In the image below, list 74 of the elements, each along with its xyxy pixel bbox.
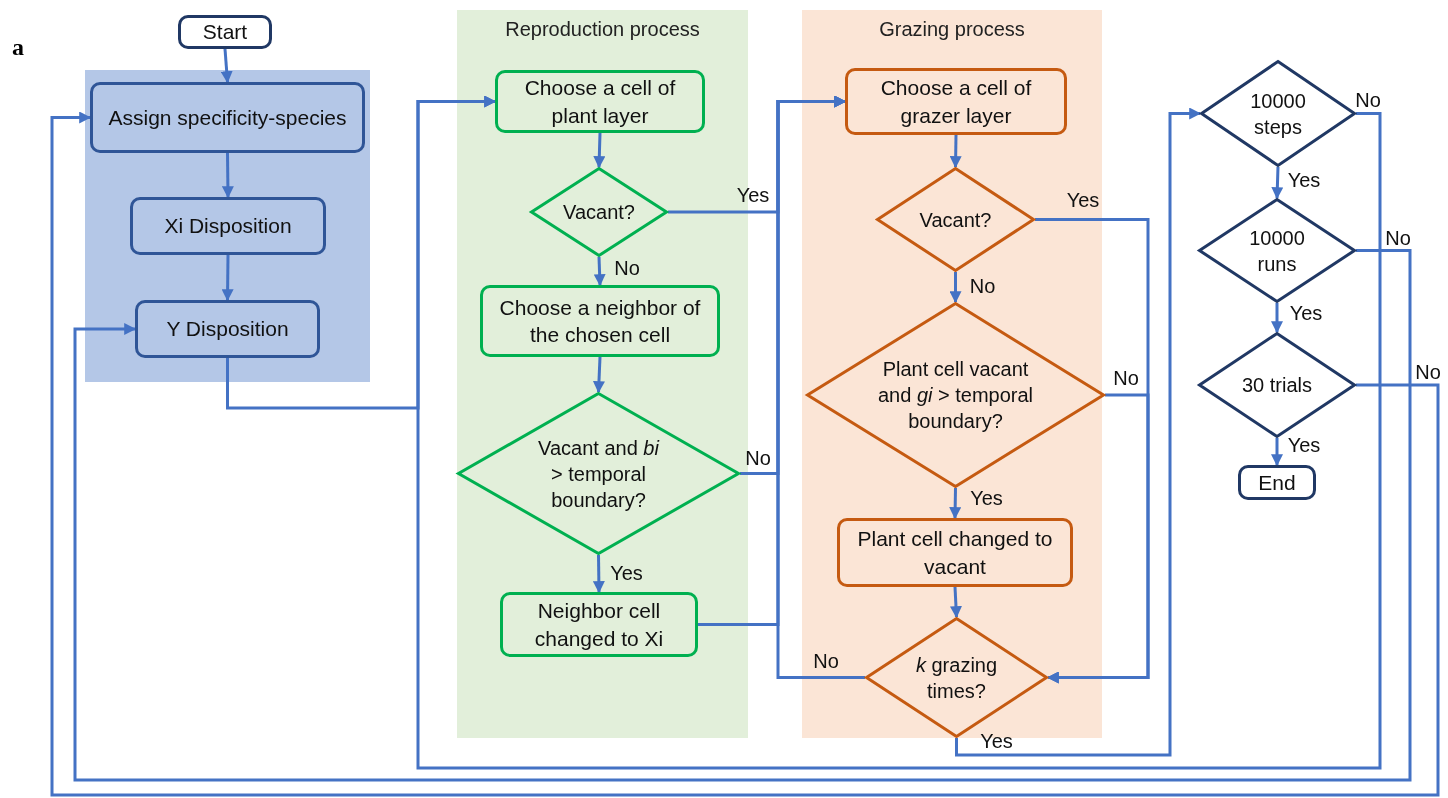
terminal-box (178, 15, 272, 49)
arrow (949, 586, 962, 619)
decision-label: 10000 steps (1249, 88, 1307, 140)
decision-label: 10000 runs (1248, 225, 1306, 277)
process-box (135, 300, 320, 358)
arrow (220, 48, 233, 84)
process-label: Start (201, 19, 249, 46)
edge-label: Yes (1287, 168, 1321, 192)
panel-letter: a (12, 34, 24, 61)
process-label: Choose a neighbor of the chosen cell (498, 294, 702, 348)
process-box (500, 592, 698, 657)
arrow (73, 249, 1412, 782)
arrow (955, 107, 1202, 757)
process-box (495, 70, 705, 133)
edge-label: No (813, 649, 839, 672)
edge-label: Yes (610, 561, 643, 585)
edge-label: Yes (736, 183, 770, 207)
decision-diamond (1198, 332, 1356, 438)
decision-diamond (806, 302, 1105, 488)
arrow (949, 272, 962, 304)
edge-label: No (1355, 88, 1381, 111)
edge-label: Yes (1289, 301, 1323, 325)
arrow (592, 356, 605, 394)
edge-label: Yes (1066, 188, 1100, 211)
decision-diamond (530, 167, 668, 257)
arrow (592, 554, 605, 594)
edge-label: No (1415, 360, 1441, 384)
edge-label: No (614, 256, 640, 280)
edge-label: No (745, 446, 771, 469)
process-box (845, 68, 1067, 135)
arrow (593, 132, 606, 169)
edge-label: Yes (980, 729, 1013, 753)
arrow (1271, 303, 1283, 334)
process-label: Neighbor cell changed to Xi (533, 598, 665, 652)
arrow (221, 153, 234, 199)
process-box (130, 197, 326, 255)
decision-label: 30 trials (1241, 373, 1313, 398)
decision-label: k grazing times? (914, 652, 999, 704)
arrow (221, 255, 234, 302)
decision-label: Vacant? (562, 200, 636, 225)
arrow (949, 134, 962, 169)
process-box (90, 82, 365, 153)
decision-diamond (1198, 198, 1356, 303)
decision-label: Vacant? (918, 207, 993, 233)
process-box (837, 518, 1073, 587)
decision-diamond (1200, 60, 1356, 167)
decision-label: Plant cell vacant and gi > temporal boundary? (876, 357, 1035, 434)
process-label: Choose a cell of grazer layer (879, 75, 1033, 129)
arrow (776, 95, 865, 679)
edge-label: Yes (1287, 433, 1321, 457)
decision-diamond (876, 167, 1035, 272)
arrow (416, 95, 1382, 770)
arrow (1271, 166, 1284, 200)
decision-diamond (457, 392, 740, 555)
decision-label: Vacant and bi > temporal boundary? (537, 435, 661, 513)
process-label: Choose a cell of plant layer (523, 75, 677, 129)
process-box (480, 285, 720, 357)
arrow (50, 111, 1440, 797)
process-label: Assign specificity-species (107, 104, 348, 131)
arrow (593, 256, 606, 287)
band-heading: Reproduction process (505, 18, 700, 41)
arrow (949, 487, 962, 520)
process-label: Xi Disposition (163, 213, 293, 240)
edge-label: No (1385, 226, 1411, 249)
process-label: Plant cell changed to vacant (856, 526, 1054, 580)
process-band (85, 70, 370, 382)
edge-label: Yes (970, 486, 1003, 510)
edge-label: No (969, 274, 996, 298)
arrow (1271, 438, 1283, 467)
edge-label: No (1113, 366, 1139, 390)
process-label: Y Disposition (165, 316, 290, 343)
process-label: End (1257, 469, 1297, 496)
terminal-box (1238, 465, 1316, 500)
band-heading: Grazing process (879, 18, 1025, 41)
